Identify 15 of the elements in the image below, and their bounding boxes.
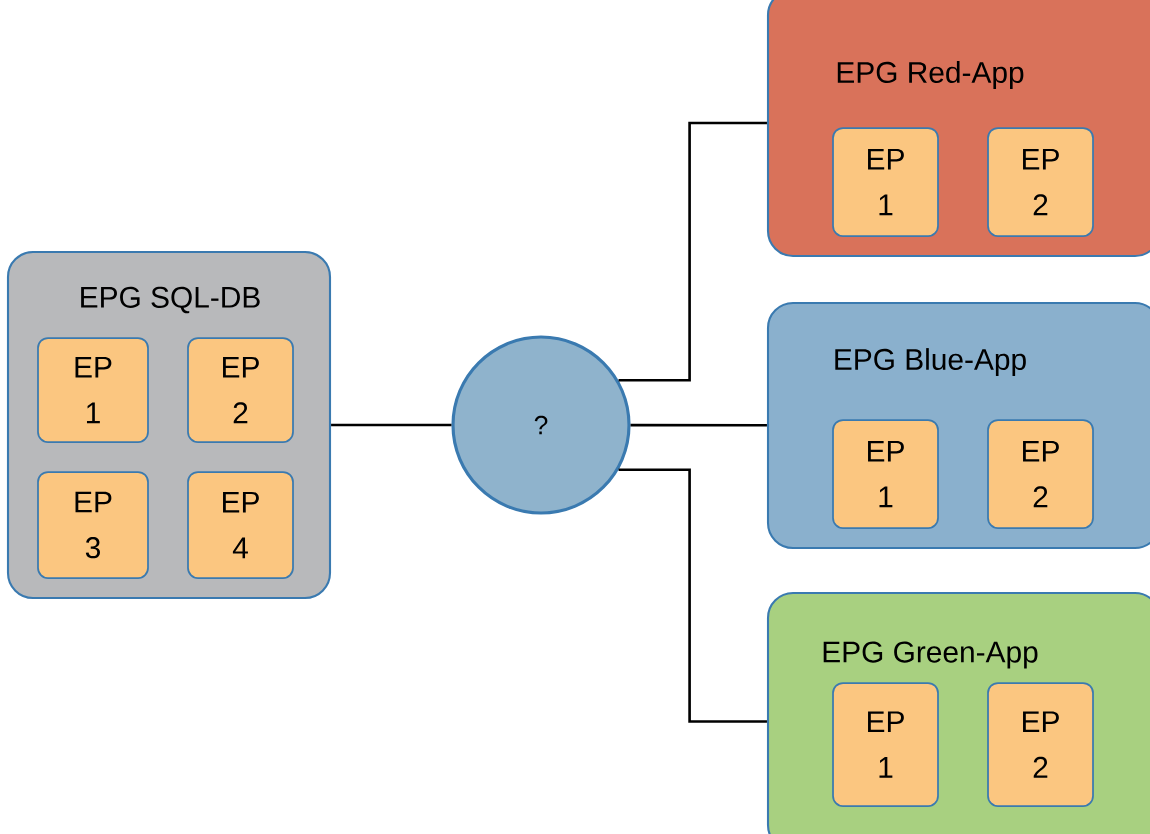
endpoint-box: EP 2 xyxy=(187,337,294,443)
endpoint-box: EP 2 xyxy=(987,682,1094,807)
connector-line xyxy=(618,121,767,382)
endpoint-box: EP 1 xyxy=(832,682,939,807)
endpoint-box: EP 1 xyxy=(832,419,939,529)
connector-line xyxy=(618,468,767,723)
endpoint-box: EP 4 xyxy=(187,471,294,579)
connector-line xyxy=(331,423,452,427)
endpoint-box: EP 2 xyxy=(987,419,1094,529)
endpoint-box: EP 2 xyxy=(987,127,1094,237)
connector-line xyxy=(630,423,767,427)
endpoint-box: EP 1 xyxy=(37,337,149,443)
endpoint-box: EP 1 xyxy=(832,127,939,237)
endpoint-box: EP 3 xyxy=(37,471,149,579)
circle-node: ? xyxy=(451,335,631,515)
